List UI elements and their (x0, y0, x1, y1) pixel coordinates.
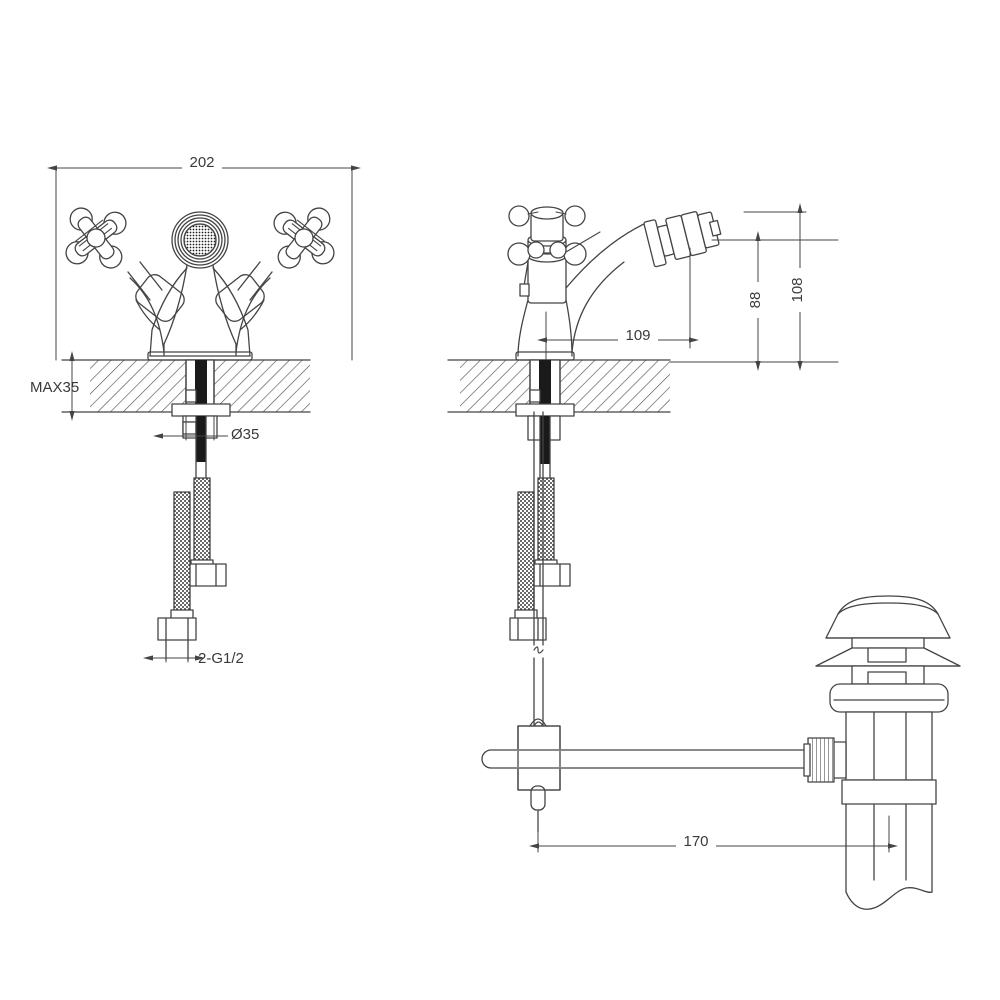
cross-handle-right (254, 188, 354, 288)
dimension-labels: 202 MAX35 Ø35 2-G1/2 109 88 108 170 (30, 152, 806, 850)
swivel-aerator-head-side (643, 211, 722, 268)
side-body-column (515, 206, 575, 361)
dimension-label-170: 170 (683, 833, 708, 850)
dimension-label-max35: MAX35 (30, 379, 79, 396)
dimension-label-88: 88 (747, 292, 764, 309)
waste-seal-disc-lower (851, 665, 925, 685)
dimension-109 (537, 247, 699, 361)
fixing-nut-side (515, 403, 575, 479)
waste-assembly-group (529, 595, 961, 910)
dimension-label-2g12: 2-G1/2 (198, 650, 244, 667)
waste-flange (829, 683, 949, 713)
dimension-202 (47, 165, 361, 361)
clevis-linkage (517, 718, 561, 833)
braided-hose-right-front (187, 477, 227, 587)
fixing-nut-front (171, 403, 231, 479)
waste-body (841, 711, 937, 805)
lift-rod-side (533, 411, 544, 727)
braided-hose-left-front (157, 491, 197, 661)
cross-handle-side (507, 205, 601, 297)
dimension-label-109: 109 (625, 327, 650, 344)
dimension-label-202: 202 (189, 154, 214, 171)
mounting-shank-side (529, 359, 561, 413)
knurled-pivot-nut (803, 737, 847, 783)
mounting-shank-front (185, 359, 215, 413)
deck-section-side (447, 359, 671, 413)
cross-handle-left (46, 188, 146, 288)
braided-hose-right-side (531, 477, 571, 587)
waste-seal-disc-upper (815, 637, 961, 667)
front-view-group (46, 165, 361, 663)
side-view-group (447, 203, 839, 833)
handle-stem-right (215, 261, 273, 331)
dimension-2g12 (143, 639, 205, 663)
dimension-label-108: 108 (789, 277, 806, 302)
braided-hose-left-side (509, 491, 547, 641)
pop-up-stopper-cap (825, 595, 951, 639)
dimension-label-d35: Ø35 (231, 426, 259, 443)
front-body-casting (129, 264, 271, 361)
aerator-outlet-front (171, 211, 229, 269)
handle-stem-left (127, 261, 185, 331)
